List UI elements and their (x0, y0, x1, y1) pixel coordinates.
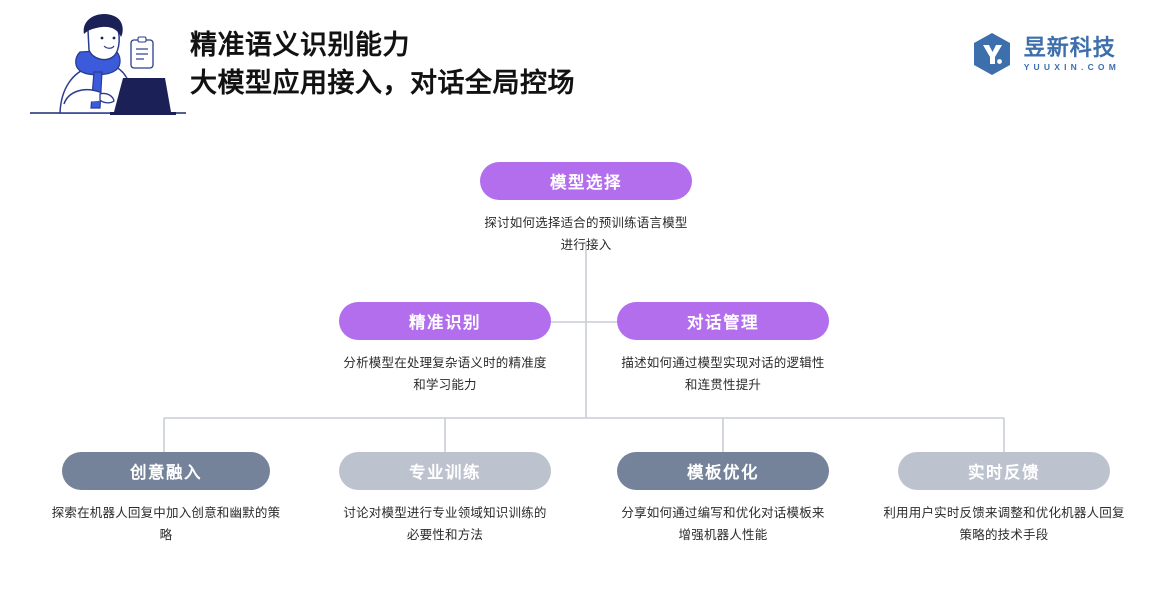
node-realtime-feedback-title: 实时反馈 (968, 464, 1040, 482)
node-model-select-desc: 探讨如何选择适合的预训练语言模型进行接入 (484, 216, 688, 252)
brand-logo: 昱新科技 YUUXIN.COM (971, 32, 1120, 76)
node-professional-training-desc: 讨论对模型进行专业领域知识训练的必要性和方法 (343, 506, 547, 542)
node-professional-training[interactable]: 专业训练 讨论对模型进行专业领域知识训练的必要性和方法 (339, 452, 551, 546)
page-title: 精准语义识别能力 大模型应用接入，对话全局控场 (190, 26, 890, 102)
node-dialog-management-pill[interactable]: 对话管理 (617, 302, 829, 340)
node-creative-integration-title: 创意融入 (130, 464, 202, 482)
node-model-select[interactable]: 模型选择 探讨如何选择适合的预训练语言模型进行接入 (480, 162, 692, 256)
node-realtime-feedback-desc: 利用用户实时反馈来调整和优化机器人回复策略的技术手段 (883, 506, 1125, 542)
brand-domain: YUUXIN.COM (1023, 61, 1120, 72)
node-dialog-management[interactable]: 对话管理 描述如何通过模型实现对话的逻辑性和连贯性提升 (617, 302, 829, 396)
node-precise-recognition[interactable]: 精准识别 分析模型在处理复杂语义时的精准度和学习能力 (339, 302, 551, 396)
node-model-select-title: 模型选择 (550, 174, 622, 192)
node-precise-recognition-desc: 分析模型在处理复杂语义时的精准度和学习能力 (343, 356, 547, 392)
node-template-optimization-pill[interactable]: 模板优化 (617, 452, 829, 490)
person-working-on-laptop-illustration (28, 8, 188, 123)
node-template-optimization-desc: 分享如何通过编写和优化对话模板来增强机器人性能 (621, 506, 825, 542)
node-creative-integration-pill[interactable]: 创意融入 (62, 452, 270, 490)
node-template-optimization-title: 模板优化 (687, 464, 759, 482)
page-header: 精准语义识别能力 大模型应用接入，对话全局控场 昱新科技 YUUXIN.COM (0, 0, 1158, 130)
page-title-line-1: 精准语义识别能力 (190, 30, 410, 60)
node-creative-integration[interactable]: 创意融入 探索在机器人回复中加入创意和幽默的策略 (52, 452, 280, 546)
node-model-select-pill[interactable]: 模型选择 (480, 162, 692, 200)
node-creative-integration-desc: 探索在机器人回复中加入创意和幽默的策略 (51, 506, 281, 542)
diagram-connectors (163, 242, 1005, 452)
node-dialog-management-title: 对话管理 (687, 314, 759, 332)
brand-name: 昱新科技 (1023, 34, 1116, 60)
node-professional-training-title: 专业训练 (409, 464, 481, 482)
node-template-optimization[interactable]: 模板优化 分享如何通过编写和优化对话模板来增强机器人性能 (617, 452, 829, 546)
node-precise-recognition-title: 精准识别 (409, 314, 481, 332)
node-precise-recognition-pill[interactable]: 精准识别 (339, 302, 551, 340)
page-title-line-2: 大模型应用接入，对话全局控场 (190, 68, 575, 98)
tree-diagram: 模型选择 探讨如何选择适合的预训练语言模型进行接入 精准识别 分析模型在处理复杂… (0, 130, 1158, 598)
node-professional-training-pill[interactable]: 专业训练 (339, 452, 551, 490)
node-realtime-feedback[interactable]: 实时反馈 利用用户实时反馈来调整和优化机器人回复策略的技术手段 (883, 452, 1124, 546)
node-dialog-management-desc: 描述如何通过模型实现对话的逻辑性和连贯性提升 (621, 356, 825, 392)
hexagon-logo-icon (973, 33, 1010, 75)
node-realtime-feedback-pill[interactable]: 实时反馈 (898, 452, 1110, 490)
